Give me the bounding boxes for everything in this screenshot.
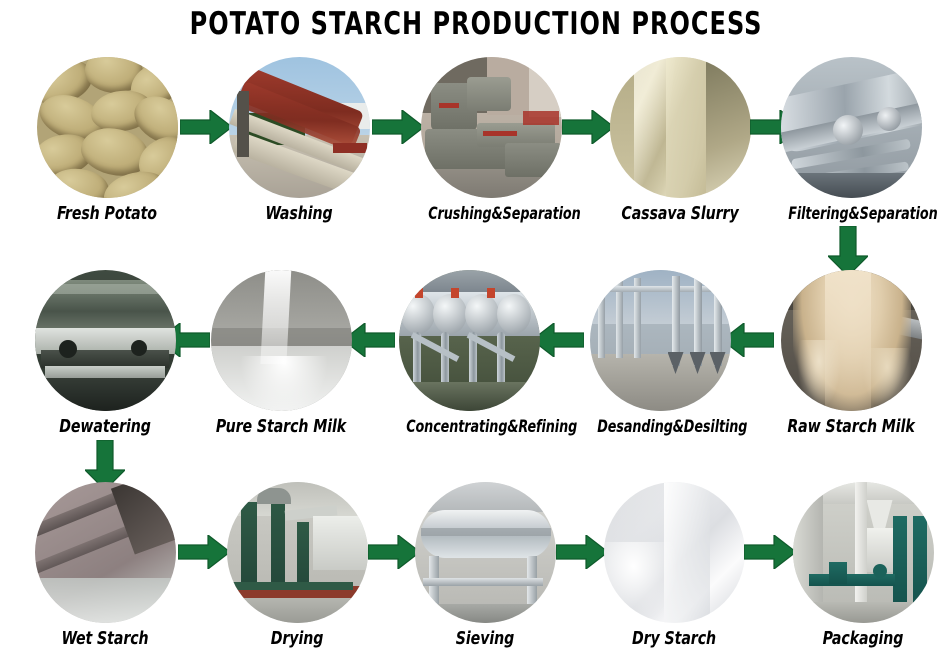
step-label-fresh-potato: Fresh Potato <box>57 204 157 224</box>
step-image-filtering-separation <box>780 57 922 198</box>
step-label-desanding-desilting: Desanding&Desilting <box>597 417 748 436</box>
step-image-wet-starch <box>34 482 176 623</box>
step-label-dewatering: Dewatering <box>59 417 151 437</box>
step-image-sieving <box>414 482 556 623</box>
step-label-raw-starch-milk: Raw Starch Milk <box>787 417 915 437</box>
step-label-crushing-separation: Crushing&Separation <box>428 204 581 223</box>
page-title: POTATO STARCH PRODUCTION PROCESS <box>189 6 763 42</box>
process-step-fresh-potato: Fresh Potato <box>34 57 180 224</box>
arrow-right-1 <box>180 110 232 144</box>
process-step-wet-starch: Wet Starch <box>32 482 178 649</box>
process-step-packaging: Packaging <box>790 482 936 649</box>
process-step-drying: Drying <box>224 482 370 649</box>
step-label-drying: Drying <box>270 629 324 649</box>
arrow-left-2 <box>532 323 584 357</box>
step-label-pure-starch-milk: Pure Starch Milk <box>215 417 347 437</box>
step-label-concentrating-refining: Concentrating&Refining <box>406 417 578 436</box>
step-label-packaging: Packaging <box>822 629 904 649</box>
step-image-drying <box>226 482 368 623</box>
arrow-right-2 <box>372 110 424 144</box>
arrow-right-8 <box>744 535 796 569</box>
process-step-filtering-separation: Filtering&Separation <box>778 57 938 223</box>
arrow-left-3 <box>343 323 395 357</box>
process-step-desanding-desilting: Desanding&Desilting <box>587 270 748 436</box>
process-step-dry-starch: Dry Starch <box>601 482 747 649</box>
step-image-cassava-slurry <box>609 57 751 198</box>
process-step-cassava-slurry: Cassava Slurry <box>607 57 753 224</box>
arrow-down-row2-row3 <box>85 440 125 490</box>
process-step-crushing-separation: Crushing&Separation <box>418 57 581 223</box>
step-label-dry-starch: Dry Starch <box>631 629 717 649</box>
arrow-right-3 <box>562 110 614 144</box>
step-image-packaging <box>792 482 934 623</box>
arrow-left-1 <box>722 323 774 357</box>
step-image-desanding-desilting <box>589 270 731 411</box>
step-label-sieving: Sieving <box>455 629 515 649</box>
process-step-raw-starch-milk: Raw Starch Milk <box>778 270 924 437</box>
step-label-washing: Washing <box>265 204 333 224</box>
arrow-right-5 <box>178 535 230 569</box>
step-label-cassava-slurry: Cassava Slurry <box>621 204 739 224</box>
step-image-washing <box>228 57 370 198</box>
step-image-dry-starch <box>603 482 745 623</box>
process-step-sieving: Sieving <box>412 482 558 649</box>
step-label-filtering-separation: Filtering&Separation <box>788 204 938 223</box>
step-image-raw-starch-milk <box>780 270 922 411</box>
arrow-right-6 <box>368 535 420 569</box>
step-image-fresh-potato <box>36 57 178 198</box>
arrow-right-7 <box>556 535 608 569</box>
process-step-washing: Washing <box>226 57 372 224</box>
process-step-concentrating-refining: Concentrating&Refining <box>396 270 578 436</box>
process-step-pure-starch-milk: Pure Starch Milk <box>208 270 354 437</box>
step-image-concentrating-refining <box>398 270 540 411</box>
step-label-wet-starch: Wet Starch <box>61 629 149 649</box>
process-step-dewatering: Dewatering <box>32 270 178 437</box>
step-image-dewatering <box>34 270 176 411</box>
arrow-down-row1-row2 <box>828 226 868 276</box>
step-image-pure-starch-milk <box>210 270 352 411</box>
step-image-crushing-separation <box>420 57 562 198</box>
